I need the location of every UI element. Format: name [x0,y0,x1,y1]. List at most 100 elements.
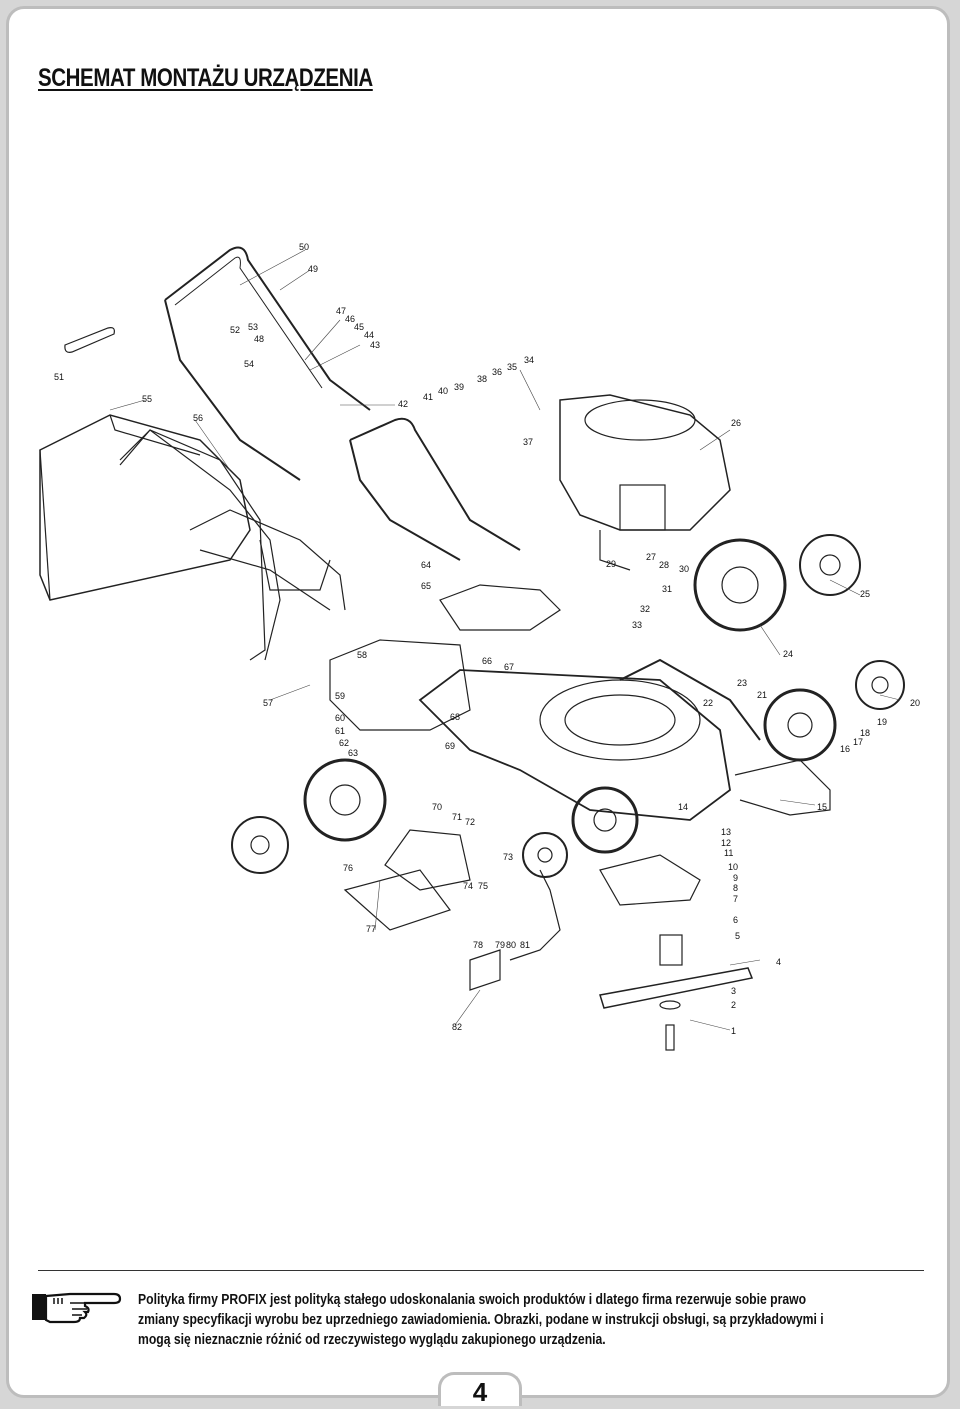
height-adjust-lever [469,869,561,991]
part-label-35: 35 [507,362,517,372]
mower-deck [418,669,831,821]
wheel-front-right-hub [799,534,861,596]
part-label-56: 56 [193,413,203,423]
part-label-9: 9 [733,873,738,883]
wheel-rear-left [303,758,387,842]
part-label-62: 62 [339,738,349,748]
part-label-78: 78 [473,940,483,950]
part-label-16: 16 [840,744,850,754]
part-label-6: 6 [733,915,738,925]
part-label-14: 14 [678,802,688,812]
part-label-13: 13 [721,827,731,837]
handle-grip [64,327,115,353]
note-divider [38,1270,924,1271]
part-label-7: 7 [733,894,738,904]
page-number: 4 [472,1377,488,1407]
part-label-79: 79 [495,940,505,950]
part-label-36: 36 [492,367,502,377]
part-label-12: 12 [721,838,731,848]
part-label-76: 76 [343,863,353,873]
rear-axle [619,658,761,741]
part-label-21: 21 [757,690,767,700]
part-label-43: 43 [370,340,380,350]
part-label-77: 77 [366,924,376,934]
page-number-tab: 4 [438,1372,522,1407]
mower-drawing [39,246,905,1051]
part-label-48: 48 [254,334,264,344]
part-label-8: 8 [733,883,738,893]
wheel-rear-right [763,688,837,762]
wheel-middle-hub [522,832,568,878]
part-label-81: 81 [520,940,530,950]
part-label-19: 19 [877,717,887,727]
part-label-58: 58 [357,650,367,660]
part-label-44: 44 [364,330,374,340]
part-label-17: 17 [853,737,863,747]
exploded-assembly-diagram: 50 49 47 46 45 44 43 52 53 48 54 51 55 5… [0,230,960,1060]
catcher-frame [119,429,346,661]
part-label-31: 31 [662,584,672,594]
part-label-47: 47 [336,306,346,316]
part-label-23: 23 [737,678,747,688]
wheel-front-left [693,538,787,632]
part-label-38: 38 [477,374,487,384]
part-label-40: 40 [438,386,448,396]
part-label-46: 46 [345,314,355,324]
part-labels: 50 49 47 46 45 44 43 52 53 48 54 51 55 5… [54,242,920,1036]
part-label-50: 50 [299,242,309,252]
part-label-25: 25 [860,589,870,599]
part-label-71: 71 [452,812,462,822]
part-label-59: 59 [335,691,345,701]
part-label-22: 22 [703,698,713,708]
part-label-61: 61 [335,726,345,736]
part-label-67: 67 [504,662,514,672]
part-label-1: 1 [731,1026,736,1036]
part-label-2: 2 [731,1000,736,1010]
wheel-rear-left-hub [231,816,289,874]
leader-lines [109,249,901,1031]
part-label-5: 5 [735,931,740,941]
part-label-30: 30 [679,564,689,574]
diagram-canvas: 50 49 47 46 45 44 43 52 53 48 54 51 55 5… [39,242,920,1051]
policy-note-line-2: zmiany specyfikacji wyrobu bez uprzednie… [138,1312,824,1328]
part-label-55: 55 [142,394,152,404]
part-label-70: 70 [432,802,442,812]
part-label-64: 64 [421,560,431,570]
part-label-26: 26 [731,418,741,428]
part-label-57: 57 [263,698,273,708]
part-label-65: 65 [421,581,431,591]
part-label-42: 42 [398,399,408,409]
rear-housing [329,584,561,731]
part-label-27: 27 [646,552,656,562]
part-label-49: 49 [308,264,318,274]
part-label-51: 51 [54,372,64,382]
part-label-11: 11 [724,848,733,858]
policy-note-line-1: Polityka firmy PROFIX jest polityką stał… [138,1292,807,1308]
policy-note-line-3: mogą się nieznacznie różnić od rzeczywis… [138,1332,606,1348]
part-label-24: 24 [783,649,793,659]
handle-bars [164,246,521,561]
part-label-63: 63 [348,748,358,758]
page-title: SCHEMAT MONTAŻU URZĄDZENIA [38,64,373,92]
part-label-54: 54 [244,359,254,369]
pointing-hand-icon [30,1284,122,1324]
part-label-52: 52 [230,325,240,335]
engine [559,394,731,571]
wheel-rear-right-hub [855,660,905,710]
part-label-29: 29 [606,559,616,569]
part-label-10: 10 [728,862,738,872]
wheel-middle [571,786,639,854]
part-label-41: 41 [423,392,433,402]
part-label-3: 3 [731,986,736,996]
part-label-37: 37 [523,437,533,447]
part-label-45: 45 [354,322,364,332]
blade-assembly [599,854,754,1051]
mulching-plug [343,829,471,931]
part-label-74: 74 [463,881,473,891]
part-label-28: 28 [659,560,669,570]
part-label-33: 33 [632,620,642,630]
grass-catcher-bag [39,414,266,661]
part-label-4: 4 [776,957,781,967]
part-label-75: 75 [478,881,488,891]
part-label-66: 66 [482,656,492,666]
